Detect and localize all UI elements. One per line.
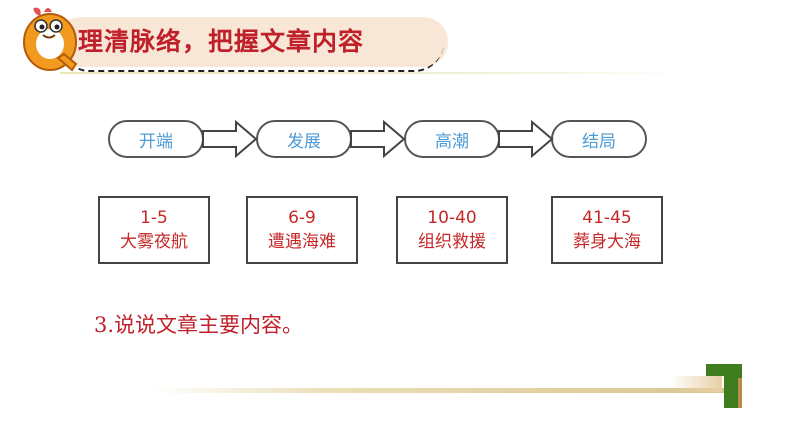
title-banner-dashed-outline — [60, 22, 444, 72]
chapter-summary: 遭遇海难 — [268, 232, 336, 252]
hollow-right-arrow-icon — [202, 120, 258, 158]
footer-decor-tan — [670, 376, 722, 392]
title-banner — [56, 17, 448, 67]
footer-divider — [150, 388, 740, 393]
stage-climax: 高潮 — [404, 120, 500, 158]
title-divider — [60, 72, 690, 74]
page-title: 理清脉络，把握文章内容 — [78, 27, 365, 56]
q-letter-mascot-icon — [23, 7, 78, 72]
question-text: 3.说说文章主要内容。 — [94, 313, 304, 337]
stage-development: 发展 — [256, 120, 352, 158]
chapter-range: 6-9 — [288, 208, 316, 228]
stage-opening: 开端 — [108, 120, 204, 158]
footer-decor-line — [738, 378, 742, 408]
stage-ending: 结局 — [551, 120, 647, 158]
hollow-right-arrow-icon — [498, 120, 554, 158]
chapter-box-3: 10-40 组织救援 — [396, 196, 508, 264]
chapter-box-2: 6-9 遭遇海难 — [246, 196, 358, 264]
chapter-box-1: 1-5 大雾夜航 — [98, 196, 210, 264]
chapter-summary: 葬身大海 — [573, 232, 641, 252]
chapter-range: 10-40 — [427, 208, 477, 228]
chapter-summary: 组织救援 — [418, 232, 486, 252]
chapter-summary: 大雾夜航 — [120, 232, 188, 252]
footer-decor-green-block — [724, 364, 742, 408]
chapter-box-4: 41-45 葬身大海 — [551, 196, 663, 264]
chapter-range: 1-5 — [140, 208, 168, 228]
chapter-range: 41-45 — [582, 208, 632, 228]
hollow-right-arrow-icon — [350, 120, 406, 158]
